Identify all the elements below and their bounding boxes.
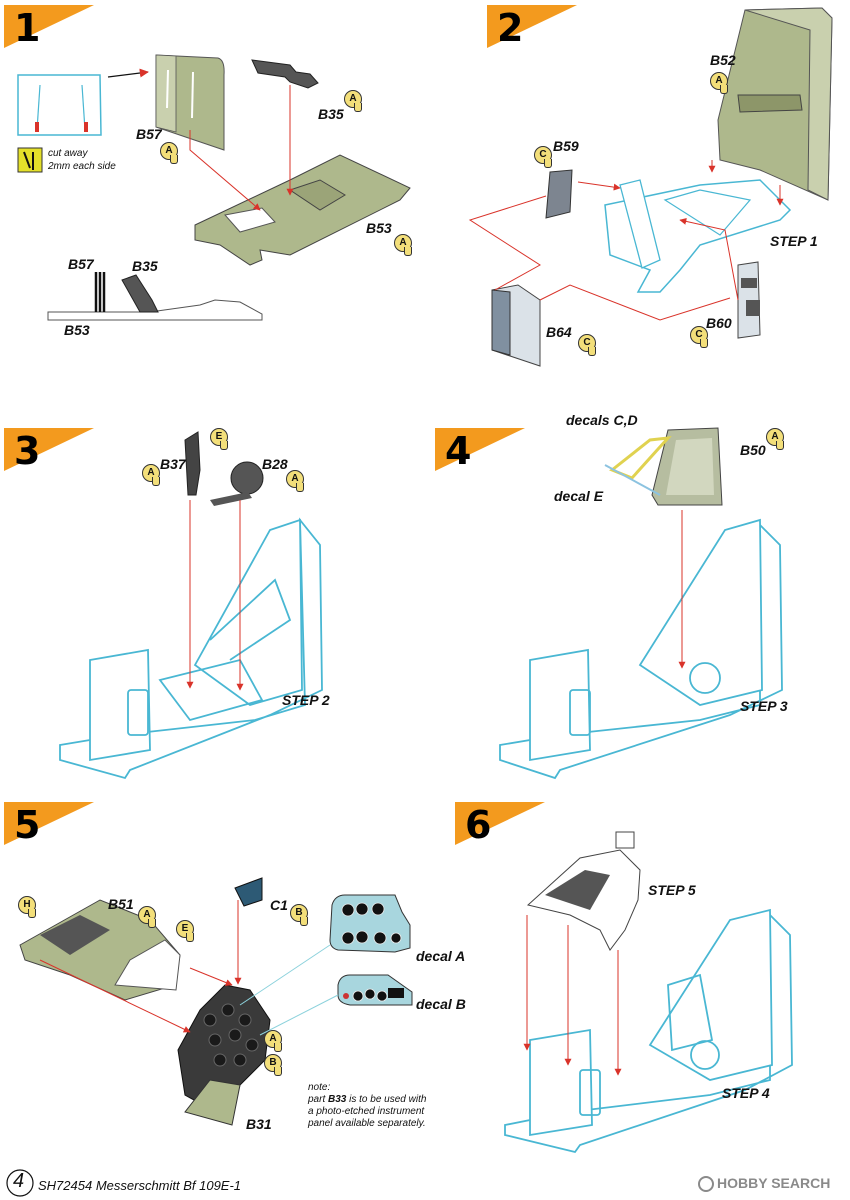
sprue-badge-b57: A [160,142,178,164]
hobby-search-watermark: HOBBY SEARCH [698,1175,830,1193]
part-label-b57: B57 [136,126,162,142]
sprue-badge-b35: A [344,90,362,112]
step1-illustration [17,54,411,321]
step-number-6: 6 [465,803,492,847]
part-label-b60: B60 [706,315,732,331]
part-label-b51: B51 [108,896,134,912]
sprue-badge-b28: A [286,470,304,492]
part-label-b31: B31 [246,1116,272,1132]
ref-step3: STEP 3 [740,698,788,714]
step4-illustration [499,427,783,780]
cut-note-line1: cut away [48,148,88,159]
kit-title: SH72454 Messerschmitt Bf 109E-1 [38,1178,242,1193]
step-number-1: 1 [14,6,41,50]
step-number-5: 5 [14,803,41,847]
sprue-badge-b52: A [710,72,728,94]
note-line1: note: [308,1082,331,1093]
part-label-b28: B28 [262,456,288,472]
decal-e-label: decal E [554,488,604,504]
step2-illustration [468,7,833,367]
side-label-b57: B57 [68,256,94,272]
step5-illustration [19,877,413,1126]
part-label-b37: B37 [160,456,186,472]
sprue-badge-b37-e: E [210,428,228,450]
part-label-b35: B35 [318,106,344,122]
side-label-b53: B53 [64,322,90,338]
ref-step4: STEP 4 [722,1085,770,1101]
part-label-b59: B59 [553,138,579,154]
step3-illustration [59,431,323,780]
step-number-4: 4 [445,429,472,473]
sprue-badge-b37: A [142,464,160,486]
sprue-badge-b31-b: B [264,1054,282,1076]
decal-a-label: decal A [416,948,466,964]
watermark-logo-icon [698,1176,714,1193]
sprue-badge-b64: C [578,334,596,356]
part-label-b50: B50 [740,442,766,458]
sprue-badge-b60: C [690,326,708,348]
ref-step2: STEP 2 [282,692,330,708]
sprue-badge-b50: A [766,428,784,450]
sprue-badge-c1: B [290,904,308,926]
page-number-circle [6,1169,34,1197]
note-line3: a photo-etched instrument [308,1106,425,1117]
decal-b-label: decal B [416,996,466,1012]
decals-cd-label: decals C,D [566,412,638,428]
sprue-badge-b51: A [138,906,156,928]
cut-note-line2: 2mm each side [48,161,116,172]
sprue-badge-b59: C [534,146,552,168]
sprue-badge-b31-a: A [264,1030,282,1052]
step6-illustration [504,831,793,1154]
ref-step1: STEP 1 [770,233,818,249]
part-label-c1: C1 [270,897,288,913]
part-label-b52: B52 [710,52,736,68]
step-flags [4,5,577,845]
step-number-3: 3 [14,429,41,473]
ref-step5: STEP 5 [648,882,696,898]
note-line4: panel available separately. [308,1118,426,1129]
step-number-2: 2 [497,6,524,50]
side-label-b35: B35 [132,258,158,274]
part-label-b64: B64 [546,324,572,340]
sprue-badge-h: H [18,896,36,918]
sprue-badge-b53: A [394,234,412,256]
part-label-b53: B53 [366,220,392,236]
note-line2: part B33 is to be used with [308,1094,427,1105]
sprue-badge-e: E [176,920,194,942]
page-number: 4 [13,1170,25,1192]
